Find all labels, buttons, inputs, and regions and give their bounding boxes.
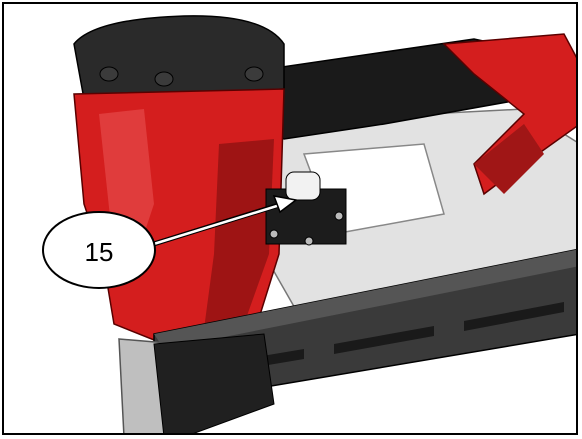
- magazine-slot-2: [334, 326, 434, 354]
- mount-screw-2: [334, 211, 344, 221]
- red-body-shade: [204, 139, 274, 329]
- stapler-illustration: [42, 15, 576, 433]
- cap-bolt-3: [244, 66, 264, 82]
- mount-screw-3: [304, 236, 314, 246]
- cap-bolt-1: [99, 66, 119, 82]
- nose-dark: [153, 333, 275, 433]
- callout-ellipse: [42, 211, 156, 289]
- cap-bolt-2: [154, 71, 174, 87]
- figure-frame: 15: [2, 2, 578, 435]
- callout-leader-line-inner: [143, 203, 281, 249]
- head-cap: [73, 15, 285, 100]
- callout-arrow-head: [272, 195, 298, 214]
- callout-number: 15: [84, 236, 114, 267]
- magazine-rail-top: [154, 249, 576, 349]
- mount-screw-1: [269, 229, 279, 239]
- mount-knob: [285, 171, 321, 201]
- red-handle-shade: [474, 124, 544, 194]
- magazine-slot-3: [464, 302, 564, 331]
